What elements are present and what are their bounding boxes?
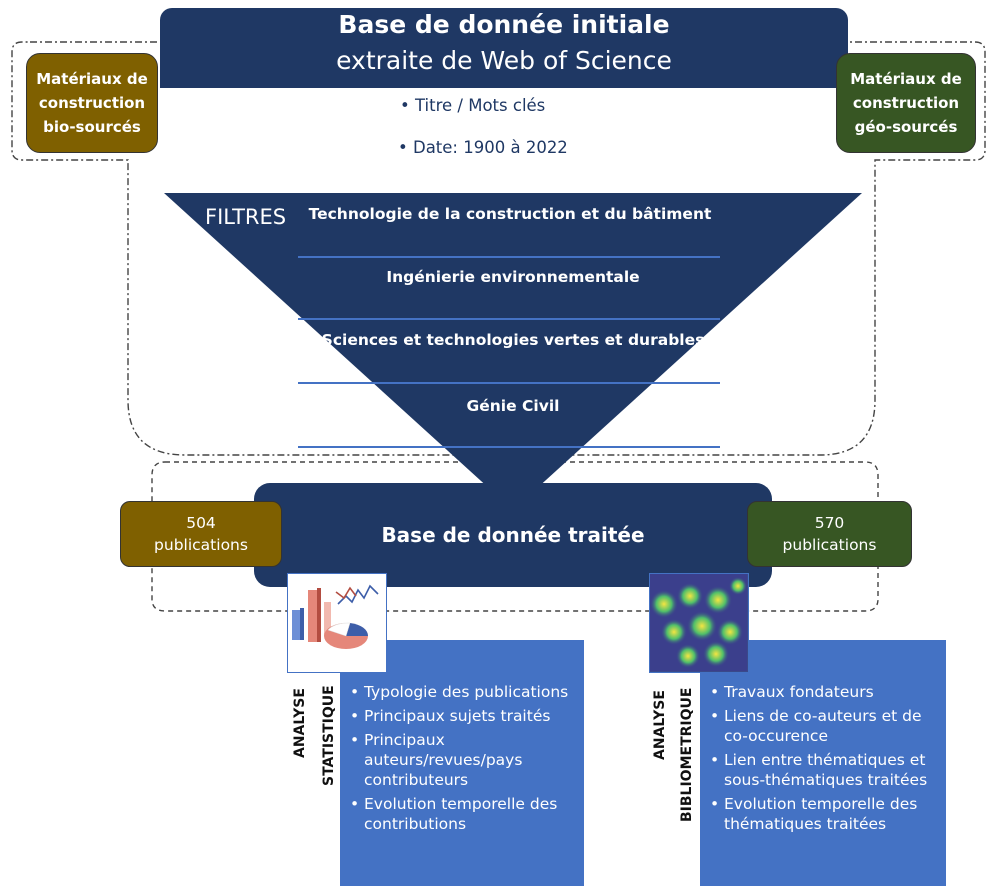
statistical-item: Principaux auteurs/revues/pays contribut… — [348, 730, 578, 790]
bullet-icon: • — [398, 138, 413, 157]
geo-sourced-materials-box: Matériaux de construction géo-sourcés — [836, 53, 976, 153]
filter-divider — [298, 318, 720, 320]
initial-db-subtitle: extraite de Web of Science — [336, 46, 672, 75]
statistical-item: Principaux sujets traités — [348, 706, 578, 726]
bibliometric-item: Liens de co-auteurs et de co-occurence — [708, 706, 942, 746]
dashed-path-bottom — [151, 461, 879, 612]
criteria-title-keywords: • Titre / Mots clés — [400, 96, 546, 115]
geo-count-unit: publications — [782, 536, 877, 554]
statistics-chart-thumbnail — [287, 573, 387, 673]
filter-environmental-engineering: Ingénierie environnementale — [386, 268, 640, 286]
bibliometric-label-line1: ANALYSE — [652, 690, 668, 760]
bibliometric-item: Travaux fondateurs — [708, 682, 942, 702]
initial-db-title: Base de donnée initiale — [338, 10, 670, 39]
statistical-label-line1: ANALYSE — [292, 688, 308, 758]
bullet-icon: • — [400, 96, 415, 115]
criteria-date: • Date: 1900 à 2022 — [398, 138, 568, 157]
bio-sourced-materials-box: Matériaux de construction bio-sourcés — [26, 53, 158, 153]
chart-illustration-icon — [292, 584, 379, 649]
filter-construction-technology: Technologie de la construction et du bât… — [308, 205, 712, 223]
statistical-item: Evolution temporelle des contributions — [348, 794, 578, 834]
filter-divider — [298, 382, 720, 384]
filter-divider — [298, 446, 720, 448]
bibliometric-item: Evolution temporelle des thématiques tra… — [708, 794, 942, 834]
statistical-analysis-panel: Typologie des publications Principaux su… — [340, 640, 584, 886]
bibliometric-analysis-panel: Travaux fondateurs Liens de co-auteurs e… — [700, 640, 946, 886]
statistical-item: Typologie des publications — [348, 682, 578, 702]
funnel-label: FILTRES — [205, 205, 287, 229]
statistical-analysis-list: Typologie des publications Principaux su… — [348, 682, 578, 838]
statistical-label-line2: STATISTIQUE — [321, 685, 337, 786]
bibliometric-map-thumbnail — [649, 573, 749, 673]
processed-db-box: Base de donnée traitée — [254, 483, 772, 587]
bibliometric-item: Lien entre thématiques et sous-thématiqu… — [708, 750, 942, 790]
filter-civil-engineering: Génie Civil — [466, 397, 560, 415]
bibliometric-label-line2: BIBLIOMETRIQUE — [679, 687, 695, 822]
geo-publications-count: 570 publications — [747, 501, 912, 567]
funnel-shape — [164, 193, 862, 510]
filter-divider — [298, 256, 720, 258]
filter-green-sustainable: Sciences et technologies vertes et durab… — [321, 331, 705, 349]
bio-publications-count: 504 publications — [120, 501, 282, 567]
bio-count-unit: publications — [154, 536, 248, 554]
density-map-icon — [650, 574, 747, 671]
bibliometric-analysis-list: Travaux fondateurs Liens de co-auteurs e… — [708, 682, 942, 838]
initial-db-header — [160, 8, 848, 88]
geo-count-value: 570 — [814, 514, 845, 532]
bio-count-value: 504 — [186, 514, 216, 532]
